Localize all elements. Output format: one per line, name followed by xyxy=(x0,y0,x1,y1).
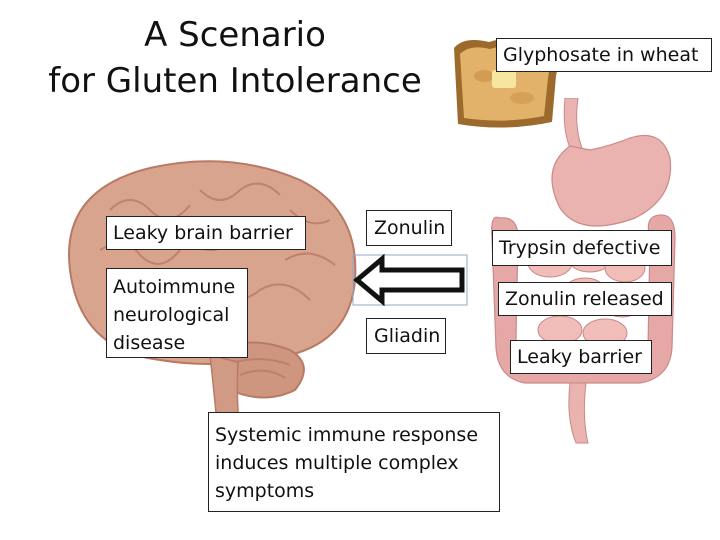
digestive-tract-image xyxy=(491,98,676,444)
trypsin-defective-text: Trypsin defective xyxy=(499,237,661,259)
gliadin-label: Gliadin xyxy=(366,318,446,354)
leaky-barrier-label: Leaky barrier xyxy=(510,340,652,374)
leaky-brain-barrier-text: Leaky brain barrier xyxy=(113,222,293,244)
gliadin-text: Gliadin xyxy=(374,325,441,347)
systemic-response-label: Systemic immune response induces multipl… xyxy=(208,412,500,512)
title-line-1: A Scenario xyxy=(144,15,326,55)
diagram-title: A Scenario for Gluten Intolerance xyxy=(30,12,440,104)
autoimmune-text: Autoimmune neurological disease xyxy=(113,276,236,354)
glyphosate-label: Glyphosate in wheat xyxy=(496,38,712,72)
systemic-response-text: Systemic immune response induces multipl… xyxy=(215,424,479,502)
glyphosate-text: Glyphosate in wheat xyxy=(503,44,699,66)
autoimmune-label: Autoimmune neurological disease xyxy=(106,268,248,358)
zonulin-text: Zonulin xyxy=(374,217,446,239)
arrow-left-icon xyxy=(352,254,468,306)
leaky-barrier-text: Leaky barrier xyxy=(517,346,642,368)
zonulin-released-label: Zonulin released xyxy=(498,282,672,316)
zonulin-released-text: Zonulin released xyxy=(505,288,664,310)
leaky-brain-barrier-label: Leaky brain barrier xyxy=(106,216,306,250)
title-line-2: for Gluten Intolerance xyxy=(48,61,422,101)
trypsin-defective-label: Trypsin defective xyxy=(492,230,672,266)
zonulin-label: Zonulin xyxy=(366,210,452,246)
